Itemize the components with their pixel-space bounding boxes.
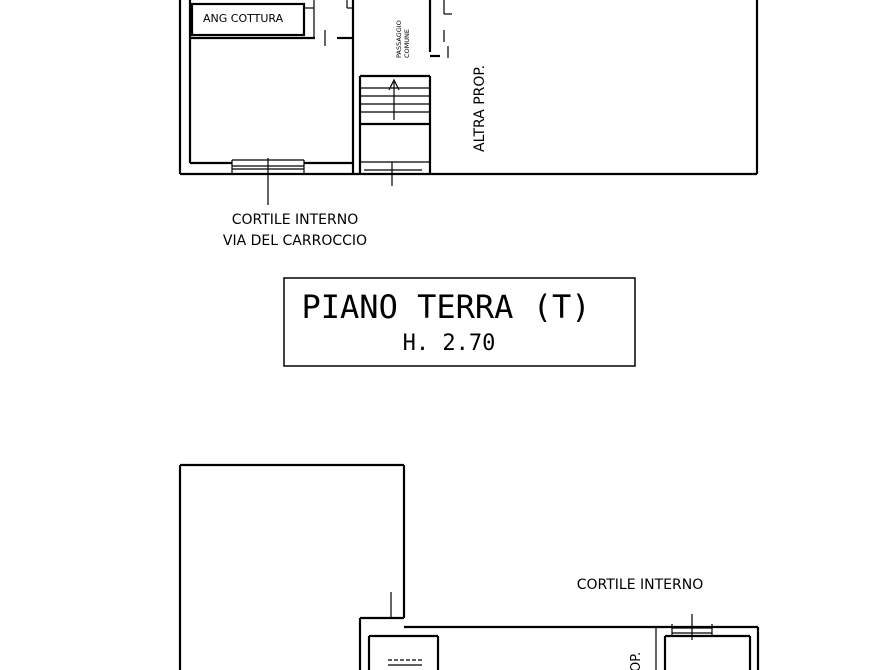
- floor-title-box: PIANO TERRA (T) H. 2.70: [283, 277, 636, 367]
- courtyard-label-line2: VIA DEL CARROCCIO: [223, 233, 367, 249]
- passage-label-line1: PASSAGGIO: [395, 20, 403, 58]
- lower-courtyard-label: CORTILE INTERNO: [577, 577, 704, 593]
- stair-treads: [360, 87, 430, 113]
- lower-neighbor-label-partial: OP.: [629, 652, 644, 670]
- courtyard-label-line1: CORTILE INTERNO: [232, 212, 359, 228]
- kitchen-corner-label: ANG COTTURA: [203, 12, 284, 25]
- kitchen-corner-box: [190, 2, 306, 37]
- floor-height: H. 2.70: [403, 331, 496, 356]
- floor-title: PIANO TERRA (T): [302, 288, 591, 326]
- lower-floor-plan: CORTILE INTERNO OP.: [178, 463, 760, 670]
- neighbor-property-label: ALTRA PROP.: [472, 65, 488, 152]
- passage-label-line2: COMUNE: [403, 29, 411, 58]
- upper-floor-plan: PASSAGGIO COMUNE ALTRA PROP. ANG COTTURA…: [178, 0, 759, 249]
